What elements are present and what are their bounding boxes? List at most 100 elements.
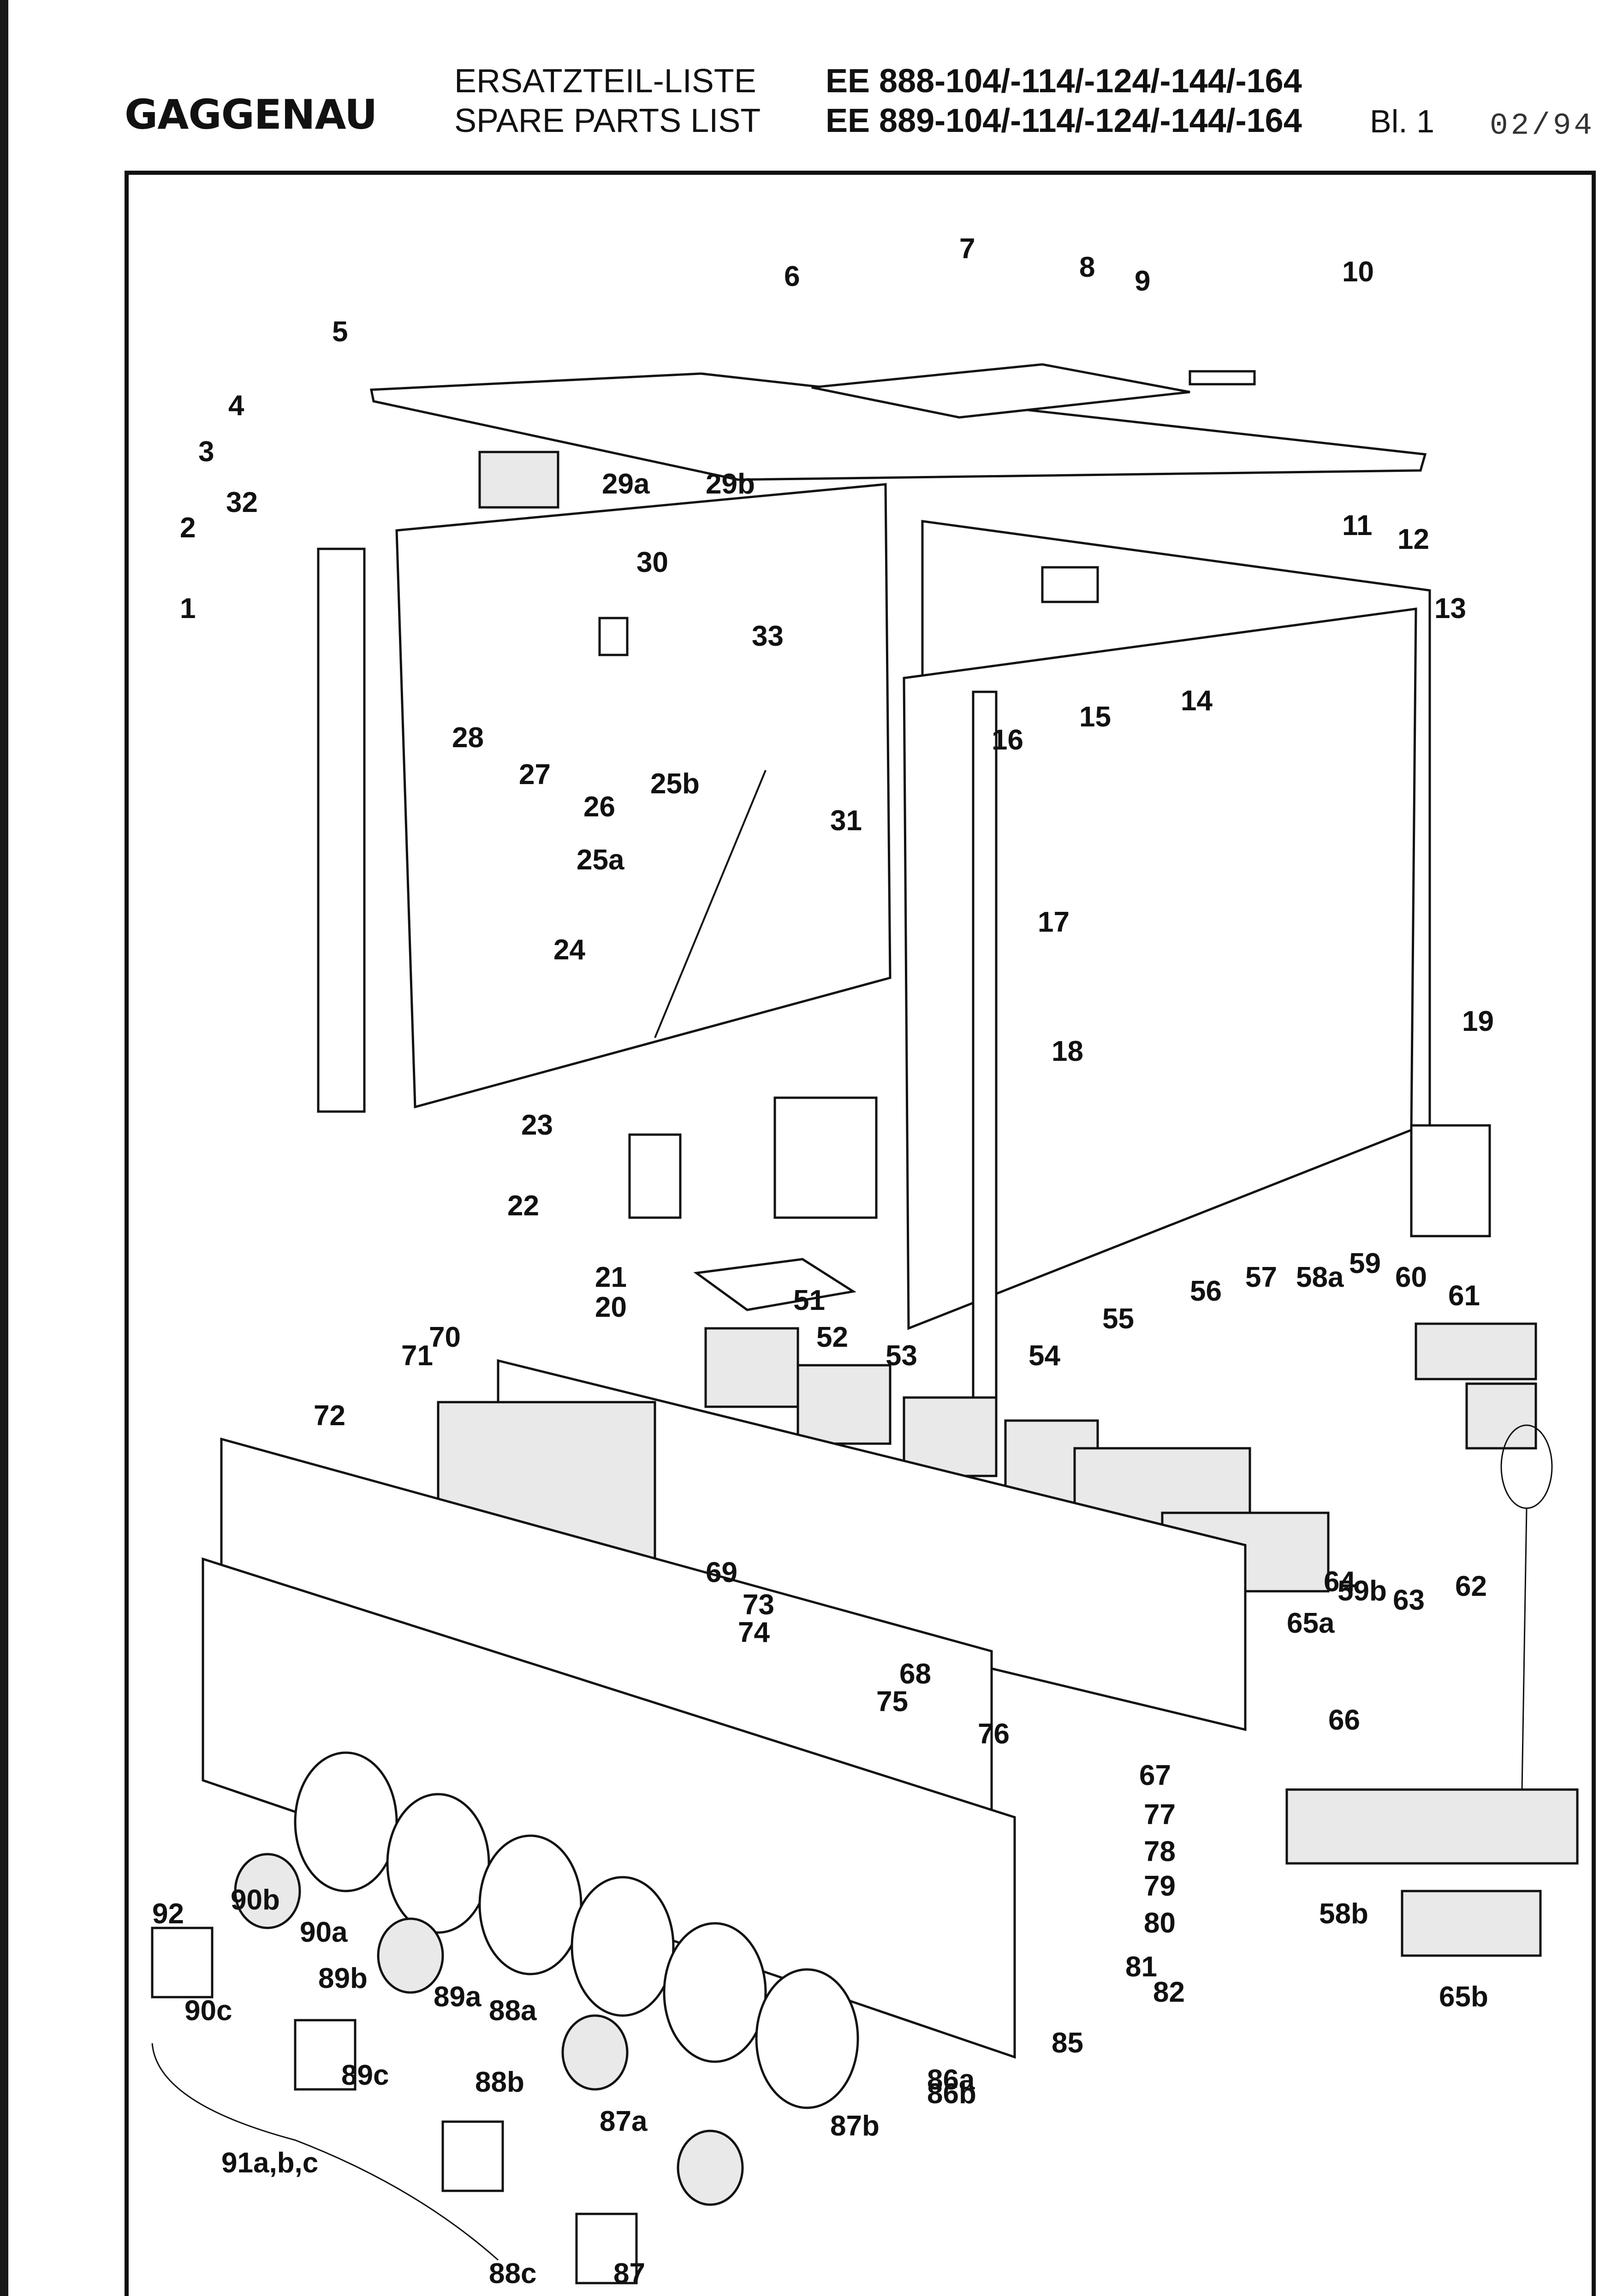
callout-86a: 86a bbox=[927, 2064, 975, 2096]
callout-1: 1 bbox=[180, 593, 196, 625]
callout-74: 74 bbox=[738, 1617, 770, 1648]
switch-53-shape bbox=[797, 1364, 892, 1445]
callout-19: 19 bbox=[1462, 1005, 1494, 1037]
plate-51-shape bbox=[693, 1258, 856, 1311]
callout-66: 66 bbox=[1328, 1704, 1360, 1736]
callout-57: 57 bbox=[1245, 1261, 1277, 1293]
callout-14: 14 bbox=[1181, 685, 1213, 717]
callout-63: 63 bbox=[1393, 1584, 1425, 1616]
callout-77: 77 bbox=[1144, 1799, 1176, 1831]
knob-90a-shape bbox=[294, 1751, 398, 1892]
knob-88a-shape bbox=[478, 1834, 583, 1975]
left-panel-shape bbox=[395, 483, 892, 1109]
rod-24-shape bbox=[654, 770, 767, 1038]
callout-90c: 90c bbox=[184, 1995, 232, 2027]
left-rail-shape bbox=[317, 547, 366, 1113]
callout-65b: 65b bbox=[1439, 1981, 1488, 2013]
scan-edge bbox=[0, 0, 8, 2296]
callout-22: 22 bbox=[507, 1190, 539, 1222]
vertical-rail-shape bbox=[972, 690, 998, 1422]
callout-30: 30 bbox=[636, 547, 668, 578]
callout-80: 80 bbox=[1144, 1907, 1176, 1939]
callout-54: 54 bbox=[1028, 1340, 1060, 1372]
thermostat-62-shape bbox=[1465, 1382, 1537, 1450]
callout-87b: 87b bbox=[830, 2110, 880, 2142]
switch-54-shape bbox=[903, 1396, 998, 1477]
callout-90b: 90b bbox=[231, 1884, 280, 1916]
knob-89a-shape bbox=[386, 1793, 490, 1934]
callout-81: 81 bbox=[1125, 1951, 1157, 1983]
drawing-frame bbox=[125, 171, 1596, 2296]
callout-73: 73 bbox=[743, 1589, 774, 1621]
cover-19-shape bbox=[1410, 1124, 1491, 1237]
callout-13: 13 bbox=[1434, 593, 1466, 625]
callout-59: 59 bbox=[1349, 1248, 1381, 1279]
part-22-shape bbox=[628, 1133, 682, 1219]
callout-25a: 25a bbox=[577, 844, 624, 876]
callout-87: 87 bbox=[613, 2258, 645, 2290]
callout-32: 32 bbox=[226, 487, 258, 518]
callout-69: 69 bbox=[706, 1557, 737, 1588]
callout-23: 23 bbox=[521, 1109, 553, 1141]
callout-58b: 58b bbox=[1319, 1898, 1368, 1930]
callout-15: 15 bbox=[1079, 701, 1111, 733]
callout-2: 2 bbox=[180, 512, 196, 544]
callout-17: 17 bbox=[1038, 906, 1070, 938]
part-shapes bbox=[151, 363, 1579, 2284]
brand-logo: GAGGENAU bbox=[125, 91, 377, 138]
callout-89a: 89a bbox=[434, 1981, 482, 2013]
callout-11: 11 bbox=[1342, 510, 1373, 541]
callout-64: 64 bbox=[1324, 1566, 1355, 1598]
callout-5: 5 bbox=[332, 316, 348, 348]
callout-9: 9 bbox=[1135, 265, 1150, 297]
callout-86b: 86b bbox=[927, 2078, 976, 2110]
callout-87a: 87a bbox=[600, 2106, 648, 2137]
callout-61: 61 bbox=[1448, 1280, 1480, 1312]
model-numbers: EE 888-104/-114/-124/-144/-164 EE 889-10… bbox=[826, 65, 1302, 144]
callout-88c: 88c bbox=[489, 2258, 536, 2290]
sheet-number: Bl. 1 bbox=[1370, 103, 1435, 139]
callout-88a: 88a bbox=[489, 1995, 537, 2027]
title-german: ERSATZTEIL-LISTE bbox=[454, 63, 756, 100]
callout-79: 79 bbox=[1144, 1870, 1176, 1902]
callout-62: 62 bbox=[1455, 1570, 1487, 1602]
switch-52-shape bbox=[704, 1327, 799, 1408]
date-stamp: 02/94 bbox=[1490, 108, 1595, 143]
callout-16: 16 bbox=[992, 724, 1023, 756]
top-plate-shape bbox=[811, 363, 1190, 419]
callout-60: 60 bbox=[1395, 1261, 1427, 1293]
callout-27: 27 bbox=[519, 759, 551, 791]
callout-90a: 90a bbox=[300, 1916, 348, 1948]
cap-88c-shape bbox=[441, 2120, 504, 2192]
part-14-shape bbox=[1041, 566, 1099, 603]
callout-70: 70 bbox=[429, 1321, 461, 1353]
callout-29a: 29a bbox=[602, 468, 650, 500]
callout-91a-b-c: 91a,b,c bbox=[221, 2147, 318, 2179]
callout-59b: 59b bbox=[1338, 1575, 1387, 1607]
callout-29b: 29b bbox=[706, 468, 755, 500]
callout-56: 56 bbox=[1190, 1275, 1222, 1307]
callout-76: 76 bbox=[978, 1718, 1010, 1750]
knob-87b-shape bbox=[677, 2129, 744, 2206]
callout-51: 51 bbox=[793, 1285, 825, 1316]
capillary-tube-shape bbox=[1521, 1508, 1528, 1790]
callout-89c: 89c bbox=[341, 2059, 389, 2091]
callout-10: 10 bbox=[1342, 256, 1374, 288]
top-cover-shape bbox=[369, 372, 1427, 481]
knob-90b-shape bbox=[234, 1853, 301, 1929]
callout-85: 85 bbox=[1052, 2027, 1083, 2059]
switch-60-shape bbox=[1415, 1322, 1537, 1380]
callout-67: 67 bbox=[1139, 1760, 1171, 1791]
callout-78: 78 bbox=[1144, 1836, 1176, 1868]
strip-shape bbox=[1189, 370, 1256, 386]
element-65b-shape bbox=[1401, 1890, 1542, 1957]
callout-33: 33 bbox=[752, 620, 784, 652]
callout-92: 92 bbox=[152, 1898, 184, 1930]
callout-6: 6 bbox=[784, 261, 800, 292]
callout-55: 55 bbox=[1102, 1303, 1134, 1335]
cap-89c-shape bbox=[294, 2019, 357, 2091]
label-plate-shape bbox=[478, 451, 559, 509]
callout-58a: 58a bbox=[1296, 1261, 1344, 1293]
